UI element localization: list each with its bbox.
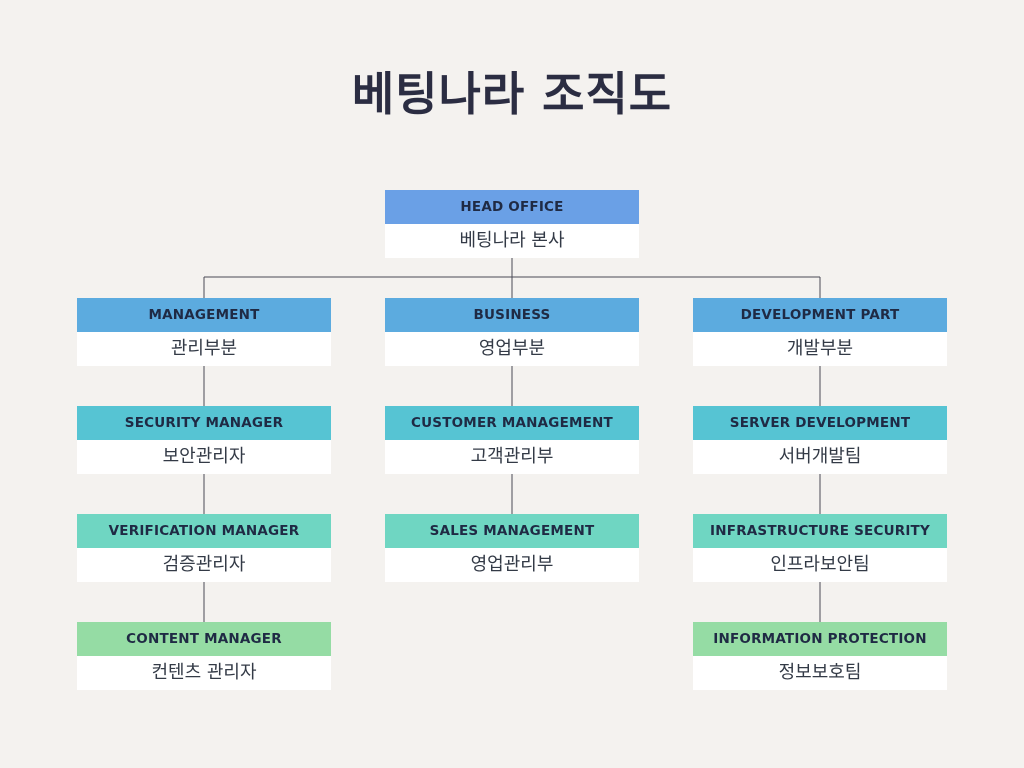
page-title: 베팅나라 조직도 — [351, 67, 673, 121]
node-sales-management-label: 영업관리부 — [385, 548, 639, 582]
node-content-manager-label: 컨텐츠 관리자 — [77, 656, 331, 690]
node-infrastructure-security-title: INFRASTRUCTURE SECURITY — [693, 514, 947, 548]
node-customer-management-title: CUSTOMER MANAGEMENT — [385, 406, 639, 440]
node-content-manager-title: CONTENT MANAGER — [77, 622, 331, 656]
node-customer-management-label: 고객관리부 — [385, 440, 639, 474]
node-information-protection-title: INFORMATION PROTECTION — [693, 622, 947, 656]
node-development-part: DEVELOPMENT PART 개발부분 — [693, 298, 947, 366]
node-server-development-title: SERVER DEVELOPMENT — [693, 406, 947, 440]
node-verification-manager-label: 검증관리자 — [77, 548, 331, 582]
node-sales-management: SALES MANAGEMENT 영업관리부 — [385, 514, 639, 582]
node-development-part-label: 개발부분 — [693, 332, 947, 366]
node-management-label: 관리부분 — [77, 332, 331, 366]
node-infrastructure-security-label: 인프라보안팀 — [693, 548, 947, 582]
node-head-office: HEAD OFFICE 베팅나라 본사 — [385, 190, 639, 258]
node-customer-management: CUSTOMER MANAGEMENT 고객관리부 — [385, 406, 639, 474]
node-business: BUSINESS 영업부분 — [385, 298, 639, 366]
node-security-manager-title: SECURITY MANAGER — [77, 406, 331, 440]
node-head-office-label: 베팅나라 본사 — [385, 224, 639, 258]
node-business-label: 영업부분 — [385, 332, 639, 366]
node-management-title: MANAGEMENT — [77, 298, 331, 332]
node-security-manager: SECURITY MANAGER 보안관리자 — [77, 406, 331, 474]
node-infrastructure-security: INFRASTRUCTURE SECURITY 인프라보안팀 — [693, 514, 947, 582]
node-verification-manager-title: VERIFICATION MANAGER — [77, 514, 331, 548]
node-head-office-title: HEAD OFFICE — [385, 190, 639, 224]
node-information-protection-label: 정보보호팀 — [693, 656, 947, 690]
node-development-part-title: DEVELOPMENT PART — [693, 298, 947, 332]
node-information-protection: INFORMATION PROTECTION 정보보호팀 — [693, 622, 947, 690]
node-security-manager-label: 보안관리자 — [77, 440, 331, 474]
node-business-title: BUSINESS — [385, 298, 639, 332]
node-verification-manager: VERIFICATION MANAGER 검증관리자 — [77, 514, 331, 582]
node-sales-management-title: SALES MANAGEMENT — [385, 514, 639, 548]
node-content-manager: CONTENT MANAGER 컨텐츠 관리자 — [77, 622, 331, 690]
node-server-development: SERVER DEVELOPMENT 서버개발팀 — [693, 406, 947, 474]
node-management: MANAGEMENT 관리부분 — [77, 298, 331, 366]
node-server-development-label: 서버개발팀 — [693, 440, 947, 474]
